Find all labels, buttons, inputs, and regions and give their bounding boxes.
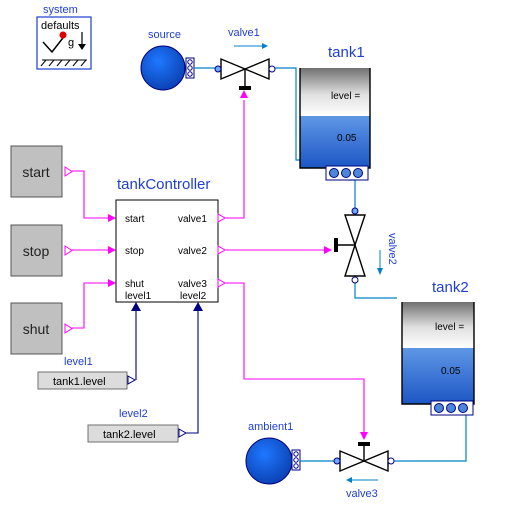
level1-source-label: level1: [64, 356, 93, 368]
level2-source-label: level2: [119, 408, 148, 420]
tank1[interactable]: tank1 level = 0.05: [299, 44, 371, 181]
signal-valve1: [224, 100, 245, 219]
boolean-arrowheads: [108, 90, 368, 440]
tank1-label: tank1: [328, 44, 365, 61]
controller-output-valve2: valve2: [178, 246, 207, 257]
signal-shut: [72, 282, 108, 329]
shut-button[interactable]: shut: [10, 302, 73, 355]
system-defaults-label: defaults: [41, 20, 80, 32]
tank2[interactable]: tank2 level = 0.05: [401, 279, 475, 416]
system-label: system: [43, 4, 78, 16]
controller-input-start: start: [125, 214, 145, 225]
level1-source-value: tank1.level: [53, 376, 106, 388]
signal-level2: [186, 310, 199, 434]
shut-button-label: shut: [23, 321, 50, 337]
flow-arrow-icon: [346, 477, 378, 483]
controller-input-level1: level1: [125, 291, 152, 302]
gravity-icon: [40, 31, 87, 67]
source-boundary[interactable]: source: [140, 29, 195, 91]
signal-valve3: [224, 282, 365, 432]
tank1-ports: [325, 165, 369, 181]
tank2-ports: [430, 400, 474, 416]
level1-source[interactable]: level1 tank1.level: [37, 356, 137, 390]
fluid-line-tank1-valve2: [348, 179, 356, 208]
flow-arrow-icon: [234, 43, 268, 49]
flow-arrow-icon: [377, 250, 383, 275]
source-label: source: [148, 29, 181, 41]
valve2[interactable]: valve2: [334, 207, 398, 284]
stop-button-label: stop: [23, 243, 50, 259]
controller-output-valve3: valve3: [178, 279, 207, 290]
start-button-label: start: [22, 164, 49, 180]
fluid-line-tank2-valve3: [392, 413, 467, 462]
tank2-level-value: 0.05: [441, 366, 461, 377]
tank2-label: tank2: [432, 279, 469, 296]
signal-start: [72, 170, 108, 219]
ambient-label: ambient1: [248, 421, 293, 433]
valve1-label: valve1: [228, 27, 260, 39]
valve1[interactable]: valve1: [214, 27, 276, 90]
valve3-label: valve3: [346, 488, 378, 500]
fluid-line-valve2-tank2: [354, 280, 397, 299]
ambient-boundary[interactable]: ambient1: [245, 421, 301, 485]
tank-controller-label: tankController: [117, 176, 210, 193]
tank-controller[interactable]: tankController start stop shut level1 va…: [115, 176, 227, 303]
system-block[interactable]: system defaults g: [36, 4, 92, 70]
valve2-label: valve2: [386, 233, 398, 265]
gravity-g-label: g: [68, 37, 74, 49]
level2-source[interactable]: level2 tank2.level: [87, 408, 188, 443]
tank1-level-label: level =: [331, 91, 360, 102]
stop-button[interactable]: stop: [10, 224, 73, 277]
start-button[interactable]: start: [10, 145, 73, 198]
controller-output-valve1: valve1: [178, 214, 207, 225]
controller-input-shut: shut: [125, 279, 144, 290]
tank1-level-value: 0.05: [337, 133, 357, 144]
valve3[interactable]: valve3: [333, 442, 395, 500]
boolean-signal-lines: [72, 100, 365, 432]
tank2-level-label: level =: [435, 322, 464, 333]
controller-input-stop: stop: [125, 246, 144, 257]
real-arrowheads: [131, 302, 203, 311]
real-signal-lines: [135, 310, 199, 434]
level2-source-value: tank2.level: [103, 429, 156, 441]
controller-input-level2: level2: [180, 291, 207, 302]
